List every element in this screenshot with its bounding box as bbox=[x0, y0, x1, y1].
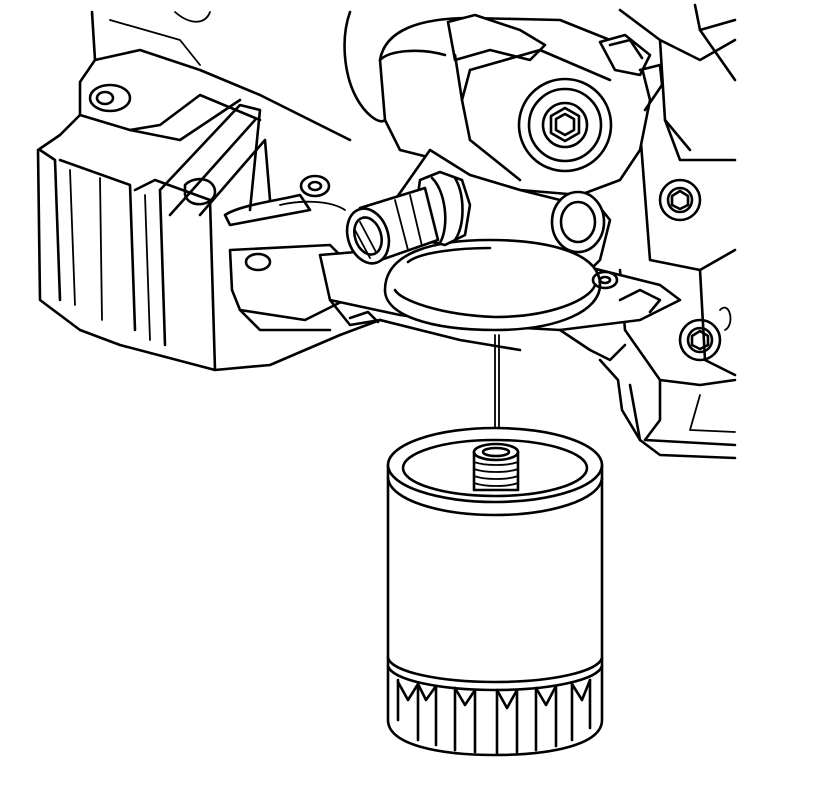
bolt-icon bbox=[678, 318, 722, 362]
adapter-port bbox=[550, 190, 606, 254]
engine-block-right bbox=[598, 3, 737, 460]
oil-cooler-fitting bbox=[345, 170, 472, 265]
bolt-icon bbox=[658, 178, 702, 222]
adapter-mounting-bolt bbox=[517, 77, 613, 173]
threaded-nipple bbox=[472, 442, 520, 492]
filter-grip-flutes bbox=[396, 678, 592, 756]
engine-block bbox=[36, 10, 522, 372]
alignment-line bbox=[494, 334, 500, 433]
oil-filter bbox=[386, 426, 604, 757]
oil-filter-adapter bbox=[318, 10, 682, 362]
